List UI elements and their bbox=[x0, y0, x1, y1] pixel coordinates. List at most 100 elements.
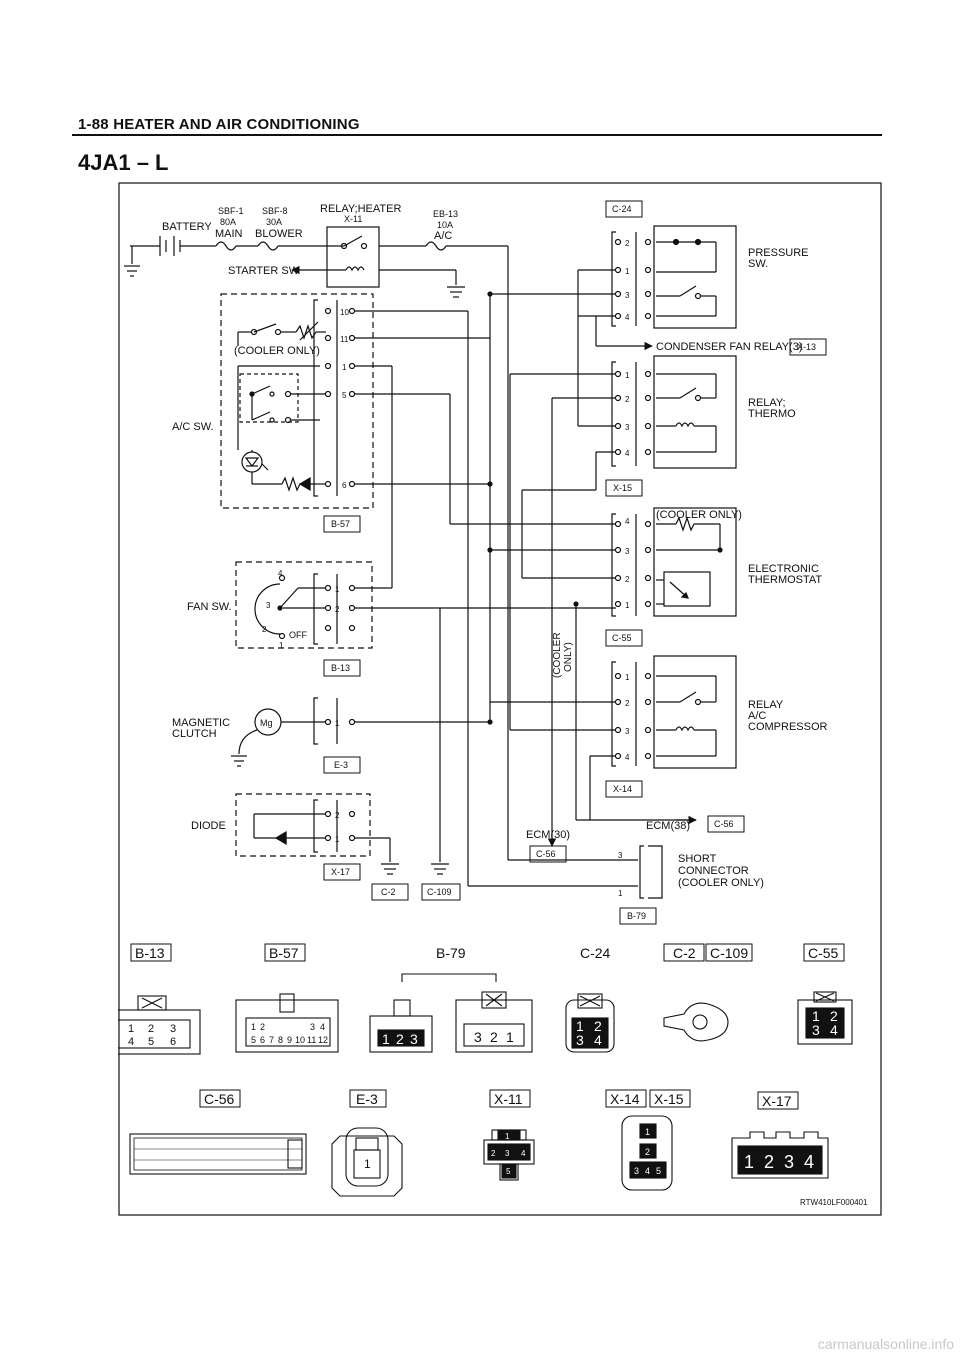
x11-face-pin-4: 4 bbox=[521, 1149, 526, 1158]
x11-face-pin-3: 3 bbox=[505, 1149, 510, 1158]
svg-text:X-15: X-15 bbox=[613, 483, 632, 493]
magnetic-label: MAGNETIC bbox=[172, 717, 230, 729]
svg-text:X-14: X-14 bbox=[610, 1091, 640, 1107]
x14-face-pin-3: 3 bbox=[634, 1166, 639, 1176]
svg-text:X-15: X-15 bbox=[654, 1091, 684, 1107]
thermo-label: THERMO bbox=[748, 408, 796, 420]
figure-id: RTW410LF000401 bbox=[800, 1198, 868, 1207]
face-tag-x14: X-14 bbox=[605, 1089, 647, 1108]
x11-face-pin-1: 1 bbox=[505, 1132, 510, 1141]
ac-label: A/C bbox=[748, 710, 766, 722]
b57-pin-11: 11 bbox=[340, 335, 349, 344]
svg-text:C-55: C-55 bbox=[808, 945, 839, 961]
b79-male-pin-2: 2 bbox=[396, 1031, 404, 1047]
b13-face bbox=[118, 995, 201, 1055]
face-tag-c55: C-55 bbox=[803, 943, 845, 962]
pressure-label: PRESSURE bbox=[748, 247, 809, 259]
magnetic-clutch bbox=[231, 708, 326, 767]
tag-x15: X-15 bbox=[605, 479, 643, 497]
relay-heater-label: RELAY;HEATER bbox=[320, 203, 401, 215]
x14-face-pin-1: 1 bbox=[645, 1127, 650, 1137]
eb13-amp-label: 10A bbox=[437, 220, 453, 230]
b79-pin-1: 1 bbox=[618, 889, 623, 898]
c55-pin-3: 3 bbox=[625, 547, 630, 556]
page-header: 1-88 HEATER AND AIR CONDITIONING bbox=[78, 116, 360, 133]
svg-text:B-79: B-79 bbox=[627, 911, 646, 921]
connector-label: CONNECTOR bbox=[678, 865, 749, 877]
electronic-label: ELECTRONIC bbox=[748, 563, 819, 575]
e3-face-pin-1: 1 bbox=[364, 1157, 371, 1171]
x17-face-pin-3: 3 bbox=[784, 1152, 794, 1172]
b57-face-pin-10: 10 bbox=[295, 1035, 305, 1045]
c55-face-pin-1: 1 bbox=[812, 1008, 820, 1024]
x17-face-pin-4: 4 bbox=[804, 1152, 814, 1172]
svg-text:X-17: X-17 bbox=[762, 1093, 792, 1109]
tag-x14: X-14 bbox=[605, 780, 643, 798]
diagram-frame bbox=[118, 182, 882, 1216]
c24-face-pin-1: 1 bbox=[576, 1018, 584, 1034]
e3-pin-1: 1 bbox=[335, 719, 340, 728]
tag-c2: C-2 bbox=[371, 883, 409, 901]
x11-face-pin-5: 5 bbox=[506, 1167, 511, 1176]
fan-sw-internal bbox=[254, 574, 326, 640]
c24-face-pin-3: 3 bbox=[576, 1032, 584, 1048]
b79-female-pin-2: 2 bbox=[490, 1029, 498, 1045]
c55-face bbox=[797, 991, 853, 1045]
b13-face-pin-3: 3 bbox=[170, 1023, 176, 1035]
x17-pin-1: 1 bbox=[335, 835, 340, 844]
sbf8-amp-label: 30A bbox=[266, 217, 282, 227]
tag-c55: C-55 bbox=[605, 629, 643, 647]
tag-x17: X-17 bbox=[323, 863, 361, 881]
x14-face bbox=[621, 1115, 673, 1191]
face-tag-c2: C-2 bbox=[663, 943, 705, 962]
eb13-label: EB-13 bbox=[433, 209, 458, 219]
face-label-c24: C-24 bbox=[580, 945, 611, 961]
b79-female-face bbox=[455, 991, 533, 1053]
c24-face-pin-2: 2 bbox=[594, 1018, 602, 1034]
svg-text:C-55: C-55 bbox=[612, 633, 632, 643]
relay-heater-code: X-11 bbox=[344, 214, 362, 224]
sbf8-name-label: BLOWER bbox=[255, 228, 303, 240]
svg-text:B-13: B-13 bbox=[331, 663, 350, 673]
x17-face bbox=[731, 1131, 829, 1179]
ac-sw-internal bbox=[237, 321, 326, 492]
svg-text:C-56: C-56 bbox=[714, 819, 734, 829]
b13-face-pin-1: 1 bbox=[128, 1023, 134, 1035]
b57-pin-1: 1 bbox=[342, 363, 347, 372]
fuse-eb13 bbox=[425, 241, 447, 251]
c24-face-pin-4: 4 bbox=[594, 1032, 602, 1048]
face-tag-x17: X-17 bbox=[757, 1091, 799, 1110]
x14-pin-4: 4 bbox=[625, 753, 630, 762]
x14-face-pin-2: 2 bbox=[645, 1147, 650, 1157]
b13-face-pin-2: 2 bbox=[148, 1023, 154, 1035]
x14-face-pin-4: 4 bbox=[645, 1166, 650, 1176]
b57-face-pin-11: 11 bbox=[307, 1035, 316, 1045]
compressor-relay bbox=[653, 655, 737, 769]
fan-pos-2: 2 bbox=[262, 625, 267, 634]
b57-face-pin-12: 12 bbox=[318, 1035, 328, 1045]
svg-text:B-57: B-57 bbox=[269, 945, 299, 961]
b79-bracket bbox=[401, 973, 497, 982]
b57-pin-5: 5 bbox=[342, 391, 347, 400]
c24-pin-4: 4 bbox=[625, 313, 630, 322]
cooler-only-label-2: (COOLER ONLY) bbox=[656, 509, 742, 521]
fuse-sbf1 bbox=[215, 241, 237, 251]
b13-face-pin-5: 5 bbox=[148, 1036, 154, 1048]
c55-face-pin-4: 4 bbox=[830, 1022, 838, 1038]
ac-switch-box bbox=[220, 293, 374, 509]
relay-compressor-label: RELAY bbox=[748, 699, 784, 711]
x17-face-pin-1: 1 bbox=[744, 1152, 754, 1172]
electronic-thermostat bbox=[653, 507, 737, 617]
svg-text:C-56: C-56 bbox=[204, 1091, 235, 1107]
clutch-label: CLUTCH bbox=[172, 728, 217, 740]
svg-text:C-109: C-109 bbox=[427, 887, 452, 897]
header-rule bbox=[72, 134, 882, 136]
x14-pin-1: 1 bbox=[625, 673, 630, 682]
short-cooler-label: (COOLER ONLY) bbox=[678, 877, 764, 889]
face-tag-c56: C-56 bbox=[199, 1089, 241, 1108]
fan-switch-box bbox=[235, 561, 373, 649]
c24-pin-3: 3 bbox=[625, 291, 630, 300]
battery-label: BATTERY bbox=[162, 221, 212, 233]
svg-text:C-24: C-24 bbox=[612, 204, 632, 214]
fan-pos-4: 4 bbox=[278, 569, 283, 578]
